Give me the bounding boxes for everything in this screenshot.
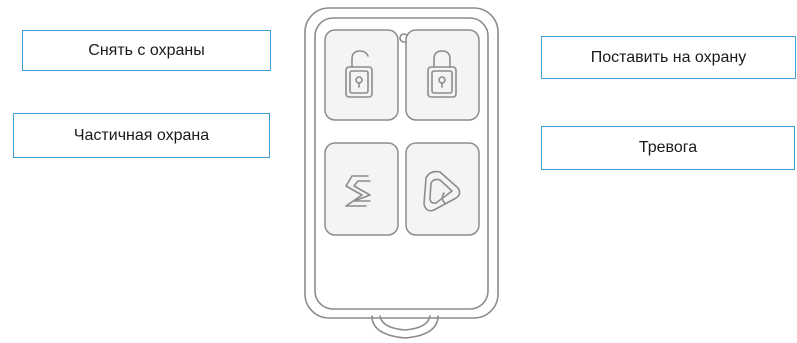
- label-arm: Поставить на охрану: [541, 36, 796, 79]
- key-ring-loop: [372, 316, 438, 338]
- remote-button-disarm[interactable]: [325, 30, 398, 120]
- remote-button-alarm[interactable]: [406, 143, 479, 235]
- label-alarm-text: Тревога: [639, 139, 697, 157]
- label-disarm-text: Снять с охраны: [88, 42, 204, 60]
- remote-button-arm[interactable]: [406, 30, 479, 120]
- label-partial-arm: Частичная охрана: [13, 113, 270, 158]
- remote-button-partial-arm[interactable]: [325, 143, 398, 235]
- label-arm-text: Поставить на охрану: [591, 49, 747, 67]
- key-fob-remote: [300, 0, 510, 343]
- label-alarm: Тревога: [541, 126, 795, 170]
- label-disarm: Снять с охраны: [22, 30, 271, 71]
- label-partial-arm-text: Частичная охрана: [74, 127, 209, 145]
